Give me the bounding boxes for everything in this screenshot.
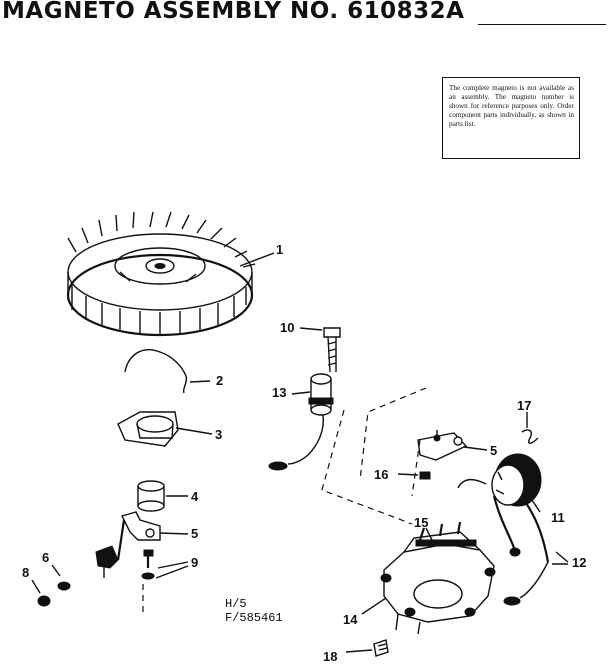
screw-18	[373, 639, 389, 657]
callout-9: 9	[191, 555, 199, 570]
condenser	[268, 373, 334, 471]
coil-leads	[492, 495, 550, 606]
callout-10: 10	[280, 320, 295, 335]
ref-line-1: H/5	[225, 597, 247, 611]
point-bracket	[417, 430, 468, 461]
callout-6: 6	[42, 550, 50, 565]
callout-8: 8	[22, 565, 30, 580]
callout-16: 16	[374, 467, 389, 482]
callout-11: 11	[551, 510, 565, 525]
screws-9	[141, 549, 155, 580]
callout-17: 17	[517, 398, 532, 413]
callout-15: 15	[414, 515, 429, 530]
callout-4: 4	[191, 489, 199, 504]
callout-3: 3	[215, 427, 223, 442]
diagram-title: MAGNETO ASSEMBLY NO. 610832A	[2, 0, 465, 24]
breaker-housing	[380, 521, 496, 635]
spring-clip	[124, 349, 188, 394]
callout-12: 12	[572, 555, 587, 570]
callout-5-lower: 5	[191, 526, 199, 541]
breaker-arm	[95, 511, 161, 578]
callout-1: 1	[276, 242, 284, 257]
callout-18: 18	[323, 649, 338, 664]
title-underline	[478, 24, 606, 25]
ref-line-2: F/585461	[225, 611, 283, 625]
callout-13: 13	[272, 385, 287, 400]
ignition-coil	[457, 453, 542, 507]
assembly-note-box: The complete magneto is not available as…	[442, 77, 580, 159]
screw-8	[31, 579, 51, 607]
drawing-reference: H/5 F/585461	[225, 597, 283, 625]
flywheel	[66, 211, 256, 337]
cam-plate	[117, 411, 179, 447]
bolt-10	[323, 327, 341, 373]
callout-2: 2	[216, 373, 224, 388]
sleeve	[137, 480, 165, 512]
clip-16	[419, 471, 431, 480]
screw-6	[51, 564, 71, 591]
callout-5-upper: 5	[490, 443, 498, 458]
spring-17	[521, 429, 539, 444]
callout-14: 14	[343, 612, 358, 627]
